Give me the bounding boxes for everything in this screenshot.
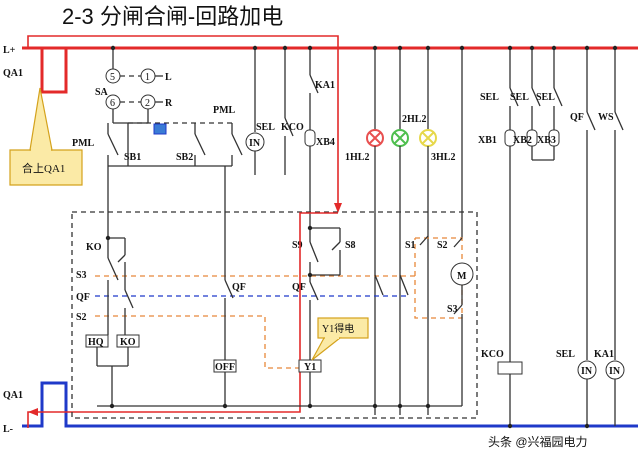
sa-r-label: R <box>165 98 173 109</box>
sb2-label: SB2 <box>176 152 193 163</box>
ko-coil-label: KO <box>120 337 136 348</box>
arrow-left-icon <box>28 408 38 416</box>
s9-contact <box>309 241 319 263</box>
s2-right-label: S2 <box>437 240 448 251</box>
xb2-label: XB2 <box>513 135 532 146</box>
qf-contact-mid <box>224 279 234 299</box>
s3-contact <box>107 257 119 281</box>
qa1-top-label: QA1 <box>3 68 23 79</box>
sb1-contact <box>107 133 119 156</box>
kco-coil-label: KCO <box>481 349 504 360</box>
indicator-square <box>153 123 167 135</box>
xb3-label: XB3 <box>537 135 556 146</box>
callout-y1-energized: Y1得电 <box>322 322 354 335</box>
arrow-down-icon <box>334 203 342 213</box>
kco-top-label: KCO <box>281 122 304 133</box>
energized-path-bottom <box>27 370 301 428</box>
hl3-label: 3HL2 <box>431 152 455 163</box>
s2-left-label: S2 <box>76 312 87 323</box>
callout-pointer <box>29 87 53 151</box>
energized-path-inner <box>299 212 338 360</box>
qf-right-label: QF <box>292 282 306 293</box>
sa-terminal-1-label: 1 <box>145 72 150 83</box>
s1-label: S1 <box>405 240 416 251</box>
xb4-label: XB4 <box>316 137 335 148</box>
s8-label: S8 <box>345 240 356 251</box>
y1-label: Y1 <box>304 362 316 373</box>
sel-group-1-label: SEL <box>480 92 499 103</box>
ka1-contact <box>309 74 319 94</box>
callout-close-qa1-box <box>9 149 83 186</box>
negative-bus <box>22 381 638 428</box>
sa-label: SA <box>95 87 109 98</box>
s1-contact <box>419 235 429 246</box>
ka1-bottom-label: KA1 <box>594 349 614 360</box>
xb1-label: XB1 <box>478 135 497 146</box>
kco-contact <box>284 117 294 137</box>
s2-contact <box>453 237 463 248</box>
in-bottom-label: IN <box>581 366 593 377</box>
s8-contact <box>331 241 341 251</box>
ka1-top-label: KA1 <box>315 80 335 91</box>
ws-label: WS <box>598 112 614 123</box>
qf-contact-right <box>309 281 319 301</box>
hq-label: HQ <box>88 337 104 348</box>
qf-mid-label: QF <box>232 282 246 293</box>
junction-dots <box>105 45 618 429</box>
ka1-in-label: IN <box>609 366 621 377</box>
in-label: IN <box>249 138 261 149</box>
s9-label: S9 <box>292 240 303 251</box>
s3-right-contact <box>453 304 463 315</box>
positive-bus-label: L+ <box>3 45 16 56</box>
qf-top-label: QF <box>570 112 584 123</box>
s-contact-lamp2 <box>399 274 409 296</box>
ko-label: KO <box>86 242 102 253</box>
sel-group-3-label: SEL <box>536 92 555 103</box>
xb4-link <box>304 129 316 147</box>
qf-contact-left <box>124 289 134 309</box>
callout-y1-pointer <box>311 337 342 361</box>
sel-group-2-label: SEL <box>510 92 529 103</box>
callout-close-qa1: 合上QA1 <box>22 161 65 175</box>
page-title: 2-3 分闸合闸-回路加电 <box>62 4 283 29</box>
sa-l-label: L <box>165 72 172 83</box>
callout-y1-box <box>317 317 369 339</box>
off-label: OFF <box>215 362 235 373</box>
energized-path-top <box>27 35 339 210</box>
sb2-contact <box>194 133 206 156</box>
mechanism-box <box>71 211 478 419</box>
sel-bottom-label: SEL <box>556 349 575 360</box>
kco-coil <box>497 361 523 375</box>
pml-left-label: PML <box>72 138 95 149</box>
sa-terminal-6-label: 6 <box>110 98 115 109</box>
hl2-label: 2HL2 <box>402 114 426 125</box>
motor-label: M <box>457 271 467 282</box>
negative-bus-label: L- <box>3 424 13 435</box>
sa-terminal-5-label: 5 <box>110 72 115 83</box>
s2-link <box>95 315 300 369</box>
sa-terminal-2-label: 2 <box>145 98 150 109</box>
watermark: 头条 @兴福园电力 <box>488 434 588 449</box>
qa1-top-breaker <box>40 48 68 94</box>
s-contact-lamp1 <box>374 274 384 296</box>
s3-right-label: S3 <box>447 304 458 315</box>
sb1-label: SB1 <box>124 152 141 163</box>
sel1-label: SEL <box>256 122 275 133</box>
hl1-label: 1HL2 <box>345 152 369 163</box>
qa1-bottom-label: QA1 <box>3 390 23 401</box>
ko-contact <box>117 254 126 263</box>
pml-right-label: PML <box>213 105 236 116</box>
s3-left-label: S3 <box>76 270 87 281</box>
qf-left-label: QF <box>76 292 90 303</box>
